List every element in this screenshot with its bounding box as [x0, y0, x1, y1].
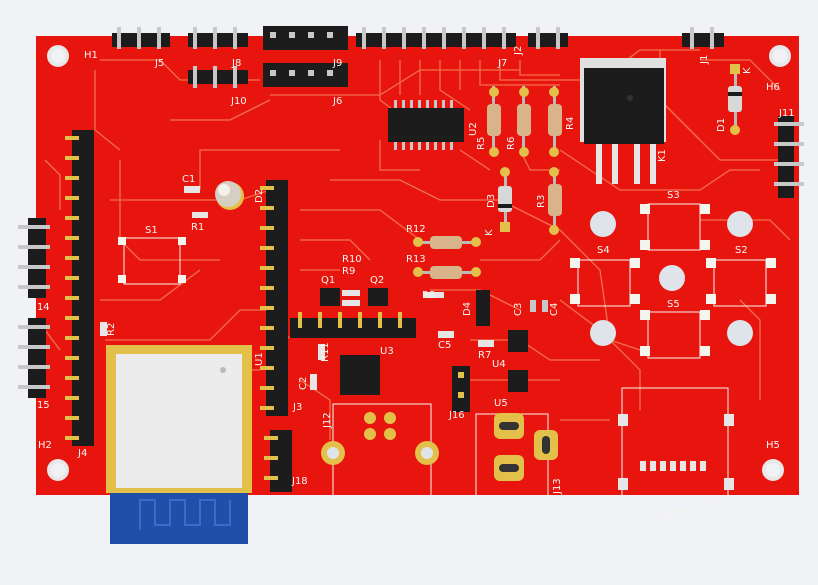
label-j4: J4 [77, 448, 87, 459]
label-h6: H6 [766, 82, 780, 93]
label-h5: H5 [766, 440, 780, 451]
header-j8 [188, 27, 248, 49]
label-u1: U1 [254, 352, 265, 366]
label-j7: J7 [497, 58, 507, 69]
label-j10: J10 [230, 96, 247, 107]
connector-j12 [321, 403, 439, 531]
label-j9: J9 [332, 58, 342, 69]
label-j5: J5 [154, 58, 164, 69]
label-r12: R12 [406, 224, 426, 235]
label-d2: D2 [254, 189, 265, 203]
label-r3: R3 [536, 195, 547, 208]
diodes [476, 64, 742, 326]
label-k1: K1 [657, 149, 668, 162]
silkscreen-labels: H1 J5 J8 J10 J9 J6 J7 J2 J1 H6 J11 K D1 … [33, 46, 795, 521]
resistors-vertical [487, 86, 562, 235]
label-j11: J11 [778, 108, 795, 119]
label-r5: R5 [476, 137, 487, 150]
label-c4: C4 [549, 303, 560, 316]
label-u4: U4 [492, 359, 506, 370]
label-c1: C1 [182, 174, 195, 185]
label-s4: S4 [597, 245, 610, 256]
header-j14 [18, 218, 50, 298]
label-u3: U3 [380, 346, 394, 357]
header-j6 [263, 63, 348, 87]
label-c5: C5 [438, 340, 451, 351]
label-d3: D3 [486, 194, 497, 208]
header-j4 [65, 130, 94, 446]
smd-parts [100, 186, 548, 412]
label-r11: R11 [320, 342, 331, 362]
label-r10: R10 [342, 254, 362, 265]
label-c2: C2 [298, 377, 309, 390]
label-s3: S3 [667, 190, 680, 201]
header-j7 [356, 27, 516, 49]
label-h2: H2 [38, 440, 52, 451]
label-r13: R13 [406, 254, 426, 265]
label-j15: J15 [33, 400, 50, 411]
label-c3: C3 [513, 303, 524, 316]
label-d1: D1 [716, 118, 727, 132]
regulator-k1 [580, 58, 666, 184]
led-d2 [215, 181, 244, 210]
header-j2 [528, 27, 568, 49]
header-j15 [18, 318, 50, 398]
label-j2: J2 [513, 46, 524, 56]
label-r8: R8 [422, 290, 435, 301]
header-j1 [682, 27, 724, 49]
wifi-module-u1 [106, 345, 252, 544]
label-j12: J12 [322, 412, 333, 429]
ic-u2 [388, 100, 464, 150]
header-row-middle [290, 312, 416, 338]
connector-j17 [618, 387, 734, 511]
label-r9: R9 [342, 266, 355, 277]
label-j3: J3 [292, 402, 302, 413]
header-j9 [263, 26, 348, 50]
label-j17: J17 [664, 510, 681, 521]
label-j14: J14 [33, 302, 50, 313]
header-j5 [112, 27, 170, 49]
switches [118, 203, 776, 359]
label-j1: J1 [699, 55, 710, 65]
label-j18: J18 [291, 476, 308, 487]
label-q1: Q1 [321, 275, 335, 286]
label-j6: J6 [332, 96, 342, 107]
resistors-horizontal [413, 236, 481, 279]
label-r7: R7 [478, 350, 491, 361]
label-s2: S2 [735, 245, 748, 256]
header-j18 [264, 430, 292, 492]
header-j3 [260, 180, 288, 416]
connector-j13 [475, 413, 558, 531]
label-r4: R4 [565, 117, 576, 130]
label-s5: S5 [667, 299, 680, 310]
header-j10 [188, 66, 248, 88]
label-r1: R1 [191, 222, 204, 233]
mounting-holes [47, 45, 791, 481]
antenna-pcb [110, 488, 248, 544]
header-j11 [774, 116, 804, 198]
label-r6: R6 [506, 137, 517, 150]
label-s1: S1 [145, 225, 158, 236]
label-k-d3: K [484, 229, 495, 236]
label-j8: J8 [231, 58, 241, 69]
label-r2: R2 [106, 323, 117, 336]
label-q2: Q2 [370, 275, 384, 286]
label-d4: D4 [462, 302, 473, 316]
label-j13: J13 [552, 478, 563, 495]
label-u5: U5 [494, 398, 508, 409]
label-u2: U2 [468, 122, 479, 136]
label-k-d1: K [742, 67, 753, 74]
label-h1: H1 [84, 50, 98, 61]
label-j16: J16 [448, 410, 465, 421]
